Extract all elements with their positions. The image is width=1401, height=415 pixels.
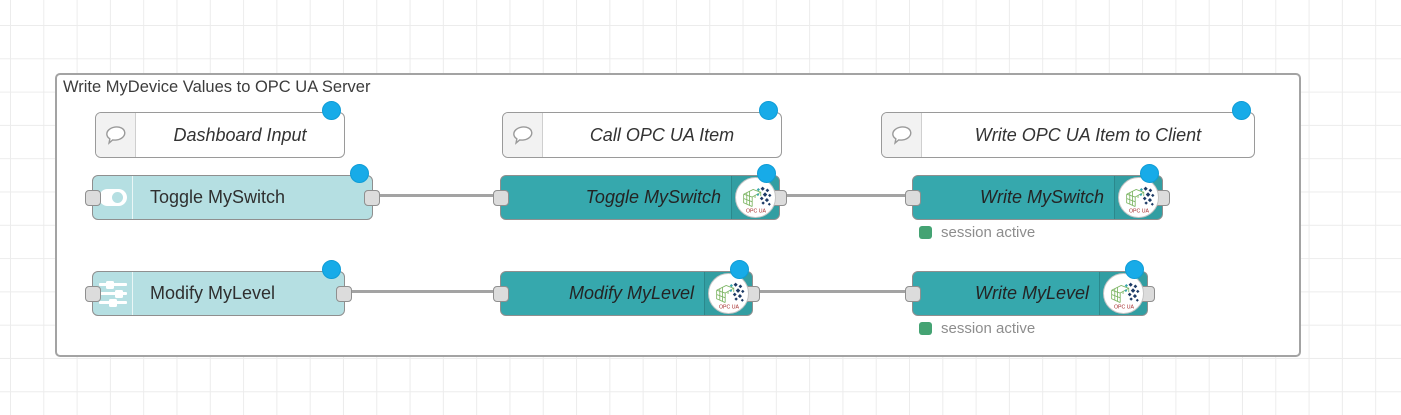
status-dot-green [919,322,932,335]
changed-indicator [1140,164,1159,183]
node-label: Modify MyLevel [150,283,276,303]
opcua-badge-label: OPC UA [1113,304,1134,310]
speech-bubble-icon [503,113,543,157]
opcua-icon: OPC UA [731,176,779,219]
node-opcua-call-toggle-myswitch[interactable]: Toggle MySwitch [493,164,787,220]
input-port[interactable] [85,286,101,302]
opcua-icon: OPC UA [704,272,752,315]
opcua-icon: OPC UA [1114,176,1162,219]
node-label: Write MyLevel [974,283,1089,303]
opcua-badge-label: OPC UA [718,304,739,310]
changed-indicator [1125,260,1144,279]
changed-indicator [759,101,778,120]
speech-bubble-icon [96,113,136,157]
node-ui-switch-toggle-myswitch[interactable]: Toggle MySwitch [85,164,380,220]
opcua-badge-label: OPC UA [1128,208,1149,214]
changed-indicator [322,260,341,279]
toggle-switch-icon [93,176,133,219]
node-ui-slider-modify-mylevel[interactable]: Modify MyLevel [85,260,352,316]
changed-indicator [757,164,776,183]
output-port[interactable] [364,190,380,206]
status-text: session active [941,224,1036,241]
node-opcua-write-mylevel[interactable]: Write MyLevel [905,260,1155,316]
node-label: Modify MyLevel [568,283,694,303]
node-label: Toggle MySwitch [150,187,286,207]
speech-bubble-icon [882,113,922,157]
comment-node-call-opcua-item[interactable]: Call OPC UA Item [502,101,782,158]
changed-indicator [322,101,341,120]
node-label: Write MySwitch [979,187,1104,207]
node-opcua-write-myswitch[interactable]: Write MySwitch [905,164,1170,220]
changed-indicator [730,260,749,279]
wire[interactable] [345,290,500,293]
node-status: session active [919,320,1035,337]
wire[interactable] [373,194,500,197]
group-title: Write MyDevice Values to OPC UA Server [63,78,371,96]
comment-node-write-opcua-item[interactable]: Write OPC UA Item to Client [881,101,1255,158]
comment-label: Call OPC UA Item [589,124,735,145]
changed-indicator [1232,101,1251,120]
comment-label: Write OPC UA Item to Client [974,124,1202,145]
input-port[interactable] [493,190,509,206]
changed-indicator [350,164,369,183]
comment-node-dashboard-input[interactable]: Dashboard Input [95,101,345,158]
status-dot-green [919,226,932,239]
comment-label: Dashboard Input [173,124,307,145]
status-text: session active [941,320,1036,337]
input-port[interactable] [85,190,101,206]
node-opcua-call-modify-mylevel[interactable]: Modify MyLevel [493,260,760,316]
wire[interactable] [780,194,912,197]
sliders-icon [93,272,133,315]
node-label: Toggle MySwitch [585,187,721,207]
opcua-badge-label: OPC UA [745,208,766,214]
input-port[interactable] [493,286,509,302]
opcua-icon: OPC UA [1099,272,1147,315]
input-port[interactable] [905,286,921,302]
wire[interactable] [753,290,912,293]
output-port[interactable] [336,286,352,302]
node-status: session active [919,224,1035,241]
input-port[interactable] [905,190,921,206]
